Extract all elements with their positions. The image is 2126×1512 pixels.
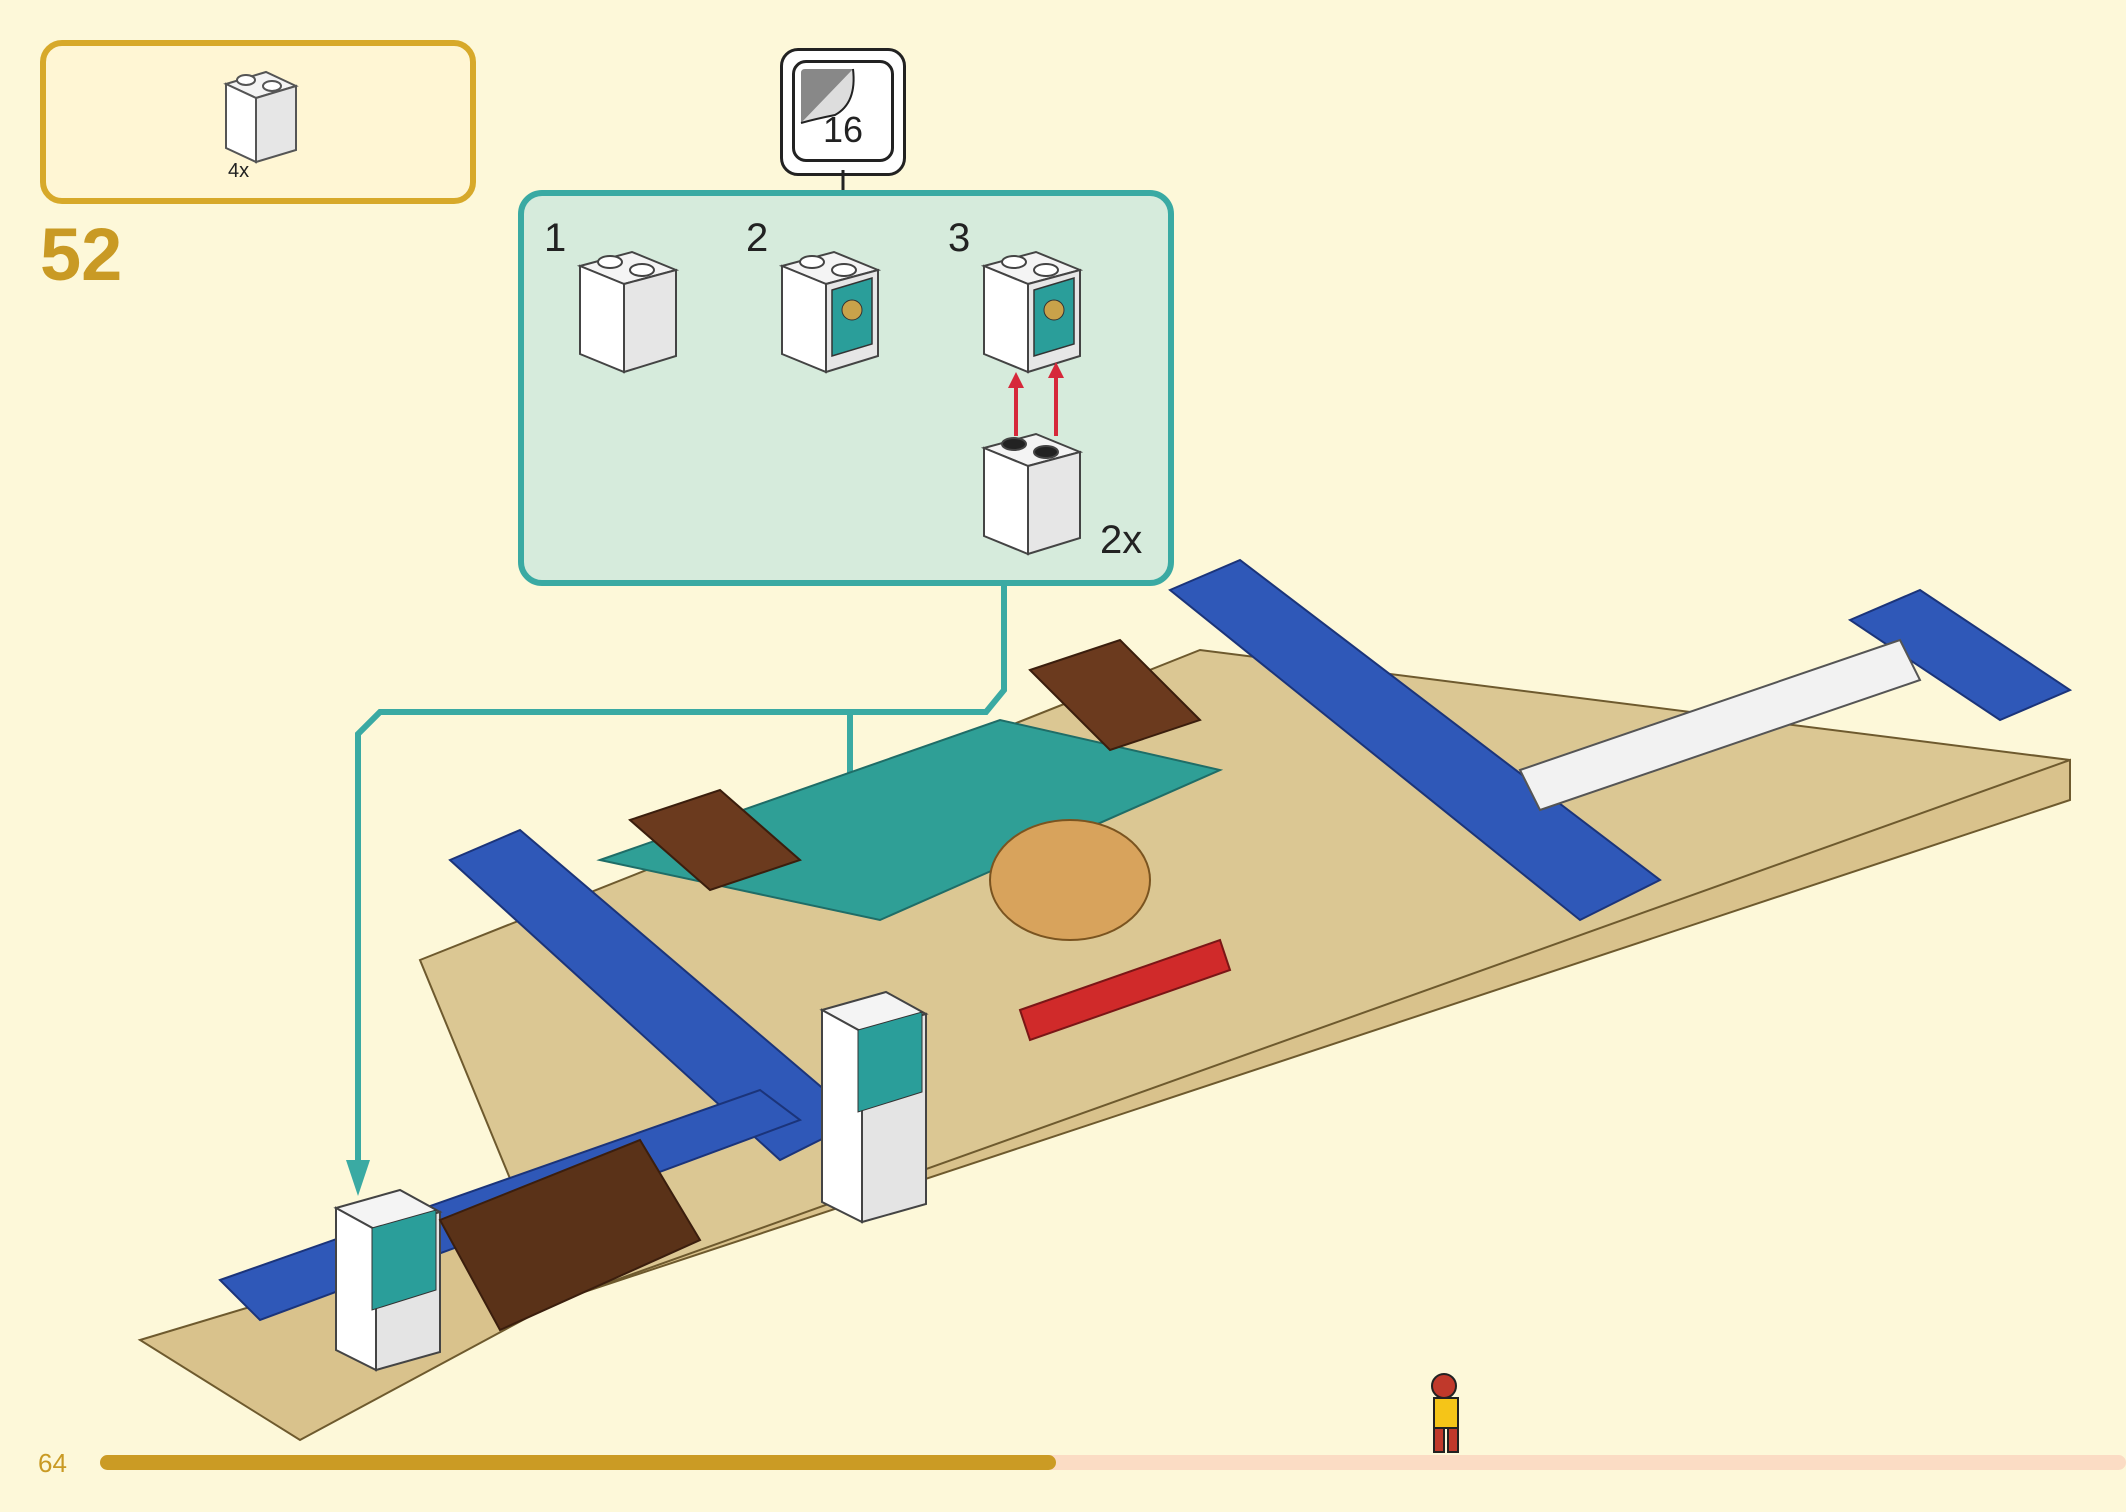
white-brick-icon <box>223 70 299 164</box>
sticker-peel-icon <box>800 68 855 124</box>
sub-assembly-callout: 1 2 3 2x <box>518 190 1174 586</box>
blue-wall-right <box>1168 558 1662 922</box>
substep-1-label: 1 <box>544 216 567 260</box>
callout-bricks <box>576 250 1084 556</box>
sticker-frame: 16 <box>792 60 894 162</box>
new-pillar-left <box>333 1188 443 1372</box>
red-up-arrows-icon <box>1008 362 1064 436</box>
brick-plain-icon <box>576 250 680 374</box>
parts-list-box: 4x <box>40 40 476 204</box>
gold-harp <box>989 819 1151 941</box>
brown-benches <box>438 1138 702 1332</box>
progress-fill <box>100 1455 1057 1470</box>
step-number: 52 <box>40 213 123 296</box>
brick-stack-top-icon <box>980 250 1084 374</box>
brick-with-sticker-icon <box>778 250 882 374</box>
arrowhead-left <box>346 1160 370 1196</box>
substep-2-label: 2 <box>746 216 769 260</box>
blue-wall-far <box>1847 588 2073 722</box>
runner-minifigure-icon <box>1431 1373 1459 1453</box>
sticker-number: 16 <box>822 109 864 150</box>
guide-arrow-left <box>355 574 1007 1180</box>
page-number: 64 <box>38 1448 67 1478</box>
new-pillar-center <box>819 990 929 1224</box>
substep-3-label: 3 <box>948 216 971 260</box>
brown-table-right <box>1028 638 1202 752</box>
multiplier-label: 2x <box>1100 518 1143 562</box>
part-quantity: 4x <box>228 160 250 182</box>
red-strip <box>1018 938 1232 1042</box>
brown-table-left <box>628 788 802 892</box>
white-rail <box>1518 638 1922 812</box>
brick-stack-bottom-icon <box>980 432 1084 556</box>
